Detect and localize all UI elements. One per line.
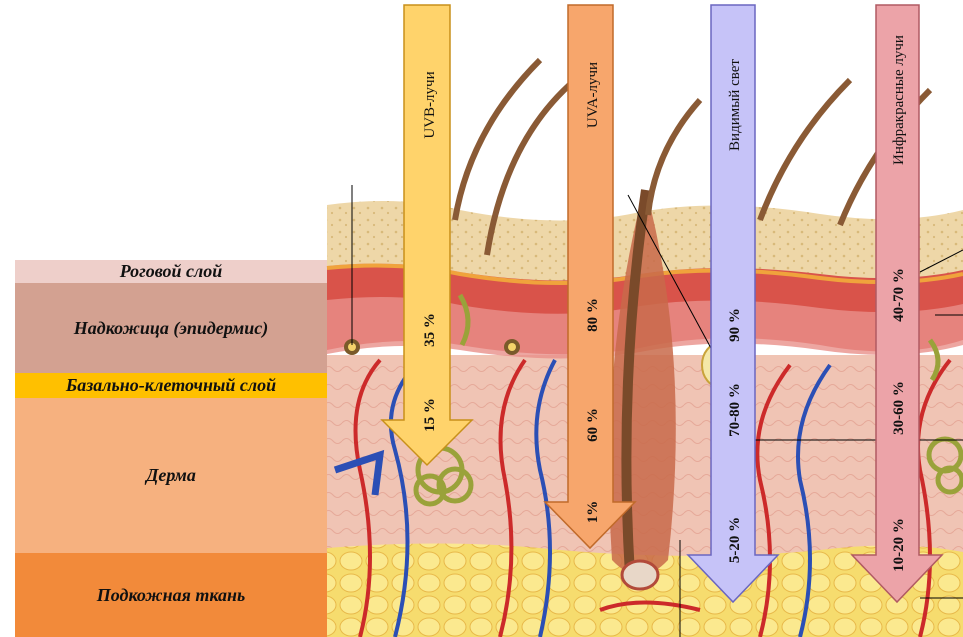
- ray-name-visible-light: Видимый свет: [727, 59, 743, 151]
- ray-value-uva-subcutaneous: 1%: [585, 501, 601, 524]
- ray-value-infrared-dermis: 30-60 %: [891, 381, 907, 435]
- ray-value-visible-dermis: 70-80 %: [727, 383, 743, 437]
- ray-name-uva: UVA-лучи: [585, 62, 601, 128]
- ray-value-visible-subcutaneous: 5-20 %: [727, 517, 743, 563]
- ray-value-uvb-epidermis: 35 %: [422, 313, 438, 347]
- ray-name-infrared: Инфракрасные лучи: [891, 35, 907, 165]
- ray-name-uvb: UVB-лучи: [422, 71, 438, 138]
- ray-value-uvb-dermis: 15 %: [422, 398, 438, 432]
- ray-value-infrared-subcutaneous: 10-20 %: [891, 518, 907, 572]
- ray-value-uva-dermis: 60 %: [585, 408, 601, 442]
- ray-value-visible-epidermis: 90 %: [727, 308, 743, 342]
- ray-value-uva-epidermis: 80 %: [585, 298, 601, 332]
- ray-value-infrared-epidermis: 40-70 %: [891, 268, 907, 322]
